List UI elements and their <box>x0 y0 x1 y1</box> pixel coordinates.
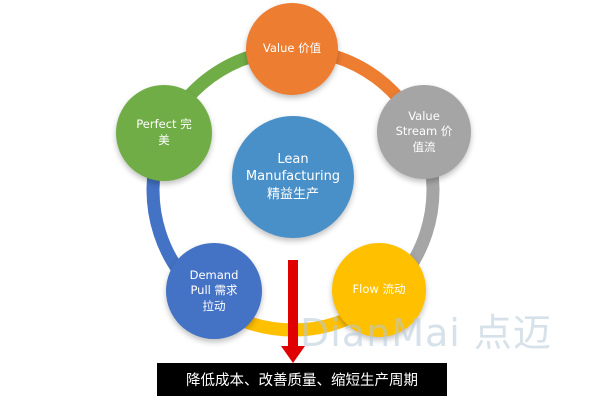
arrow-head <box>281 346 305 363</box>
node-demand-label-line2: Pull 需求 <box>190 283 238 298</box>
node-flow: Flow 流动 <box>332 243 426 337</box>
node-value-stream: Value Stream 价 值流 <box>377 85 471 179</box>
node-stream-label-line2: Stream 价 <box>395 124 453 139</box>
node-flow-label: Flow 流动 <box>352 282 406 297</box>
center-label-line2: Manufacturing <box>245 169 341 185</box>
result-banner: 降低成本、改善质量、缩短生产周期 <box>157 363 447 396</box>
node-perfect: Perfect 完 美 <box>116 85 212 181</box>
center-label-line3: 精益生产 <box>266 186 319 202</box>
center-node-lean-manufacturing: Lean Manufacturing 精益生产 <box>232 116 354 238</box>
node-demand-pull: Demand Pull 需求 拉动 <box>166 243 262 339</box>
node-demand-label-line1: Demand <box>189 267 239 282</box>
center-label-line1: Lean <box>277 151 309 167</box>
arrow-shaft <box>288 260 298 350</box>
node-demand-label-line3: 拉动 <box>202 298 226 313</box>
node-stream-label-line3: 值流 <box>412 139 436 154</box>
node-perfect-label-line2: 美 <box>158 133 170 147</box>
node-perfect-label-line1: Perfect 完 <box>136 117 192 132</box>
node-value: Value 价值 <box>246 3 338 95</box>
node-stream-label-line1: Value <box>408 108 440 123</box>
node-value-label: Value 价值 <box>262 41 322 56</box>
watermark: DianMai 点迈 <box>300 311 552 355</box>
